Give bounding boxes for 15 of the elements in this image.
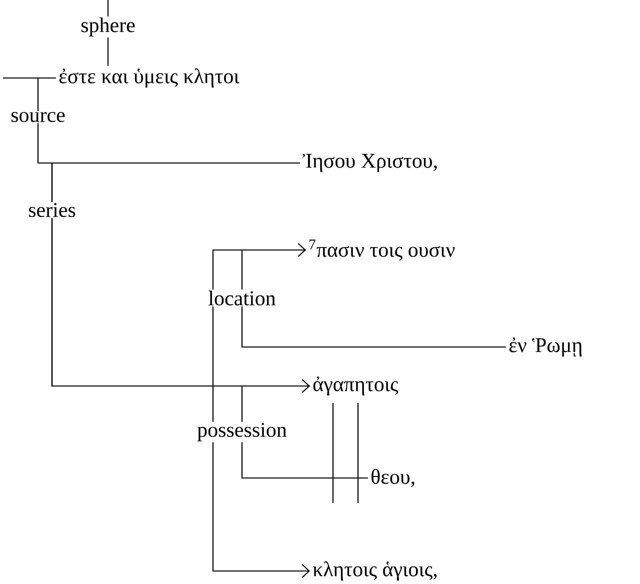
greek-phrase: ἐστε και ὑμεις κλητοι [59,68,240,88]
connector-line [241,385,368,479]
greek-phrase: ἀγαπητοις [313,376,398,396]
greek-phrase: ἐν Ῥωμῃ [509,337,582,357]
connector-line [51,162,310,578]
edge-label: location [207,290,277,306]
connector-line [241,249,506,348]
edge-label: sphere [80,16,136,38]
edge-label: series [27,202,77,218]
greek-phrase: θεου, [372,469,414,487]
edge-label: possession [196,422,288,442]
greek-phrase: $^{7}$πασιν τοις ουσιν [310,240,455,260]
edge-label: source [10,110,66,124]
greek-phrase: κλητοις ἁγιοις, [312,561,437,581]
greek-phrase: Ἰησου Χριστου, [302,154,437,172]
